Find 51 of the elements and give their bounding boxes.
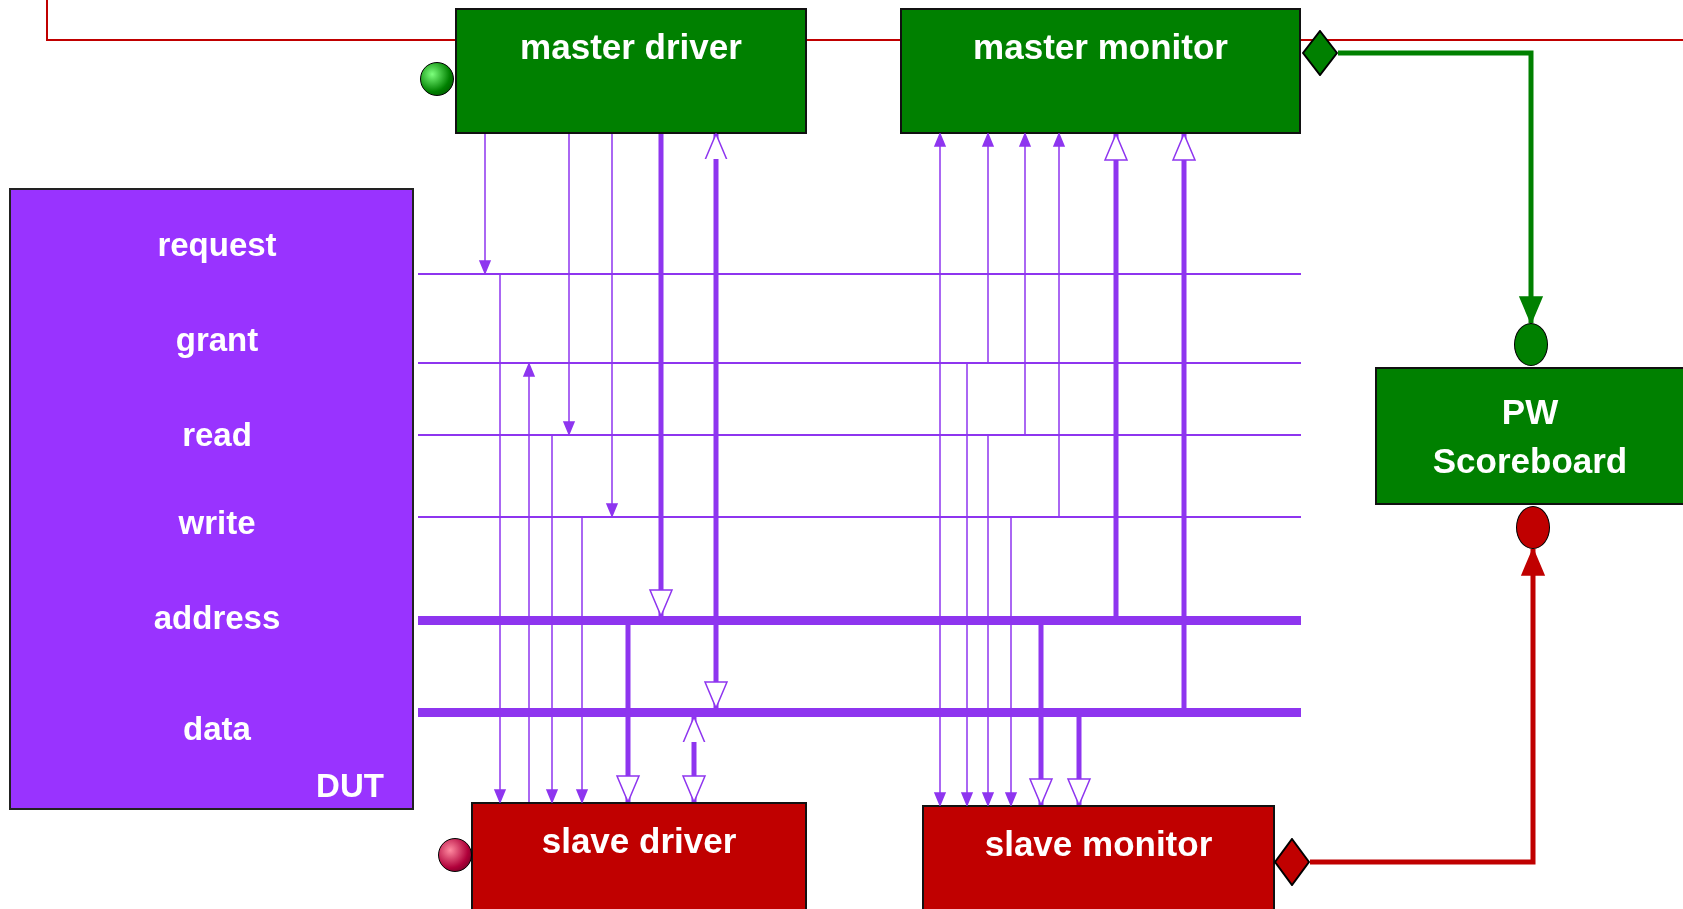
component-box: [1375, 367, 1683, 505]
arrow: [563, 133, 575, 435]
box-label: master driver: [520, 26, 742, 68]
component-box: [455, 8, 807, 134]
arrow: [1310, 548, 1545, 865]
signal-name: grant: [175, 320, 259, 361]
arrow: [1338, 50, 1543, 324]
arrow: [1104, 133, 1128, 616]
arrow: [1019, 133, 1031, 435]
arrow: [1005, 517, 1017, 806]
component-box: [900, 8, 1301, 134]
signal-name: request: [157, 225, 277, 266]
signal-name: address: [153, 598, 281, 639]
arrow: [1067, 717, 1091, 806]
arrow: [649, 134, 673, 617]
arrow: [934, 133, 946, 274]
port-circle: [1514, 323, 1548, 366]
signal-line: [418, 516, 1301, 518]
dut-block: [9, 188, 414, 810]
signal-name: data: [183, 709, 251, 750]
arrow: [982, 435, 994, 806]
arrow: [1029, 625, 1053, 806]
arrow: [494, 274, 506, 803]
component-box: [471, 802, 807, 909]
component-box: [922, 805, 1275, 909]
arrow: [546, 435, 558, 803]
arrow: [982, 133, 994, 363]
arrow: [1172, 133, 1196, 708]
arrow: [606, 133, 618, 517]
box-label: slave monitor: [984, 823, 1213, 865]
arrow: [576, 517, 588, 803]
signal-name: read: [182, 415, 252, 456]
signal-name: DUT: [316, 766, 384, 807]
signal-line: [418, 273, 1301, 275]
arrow: [616, 625, 640, 803]
arrow: [682, 716, 706, 803]
arrow: [961, 363, 973, 806]
port-circle: [438, 838, 472, 872]
signal-line: [418, 362, 1301, 364]
port-circle: [420, 62, 454, 96]
box-label: slave driver: [541, 820, 737, 862]
arrow: [934, 274, 946, 806]
arrow: [479, 133, 491, 274]
signal-name: write: [178, 503, 256, 544]
box-label: PW Scoreboard: [1431, 391, 1629, 482]
arrow: [523, 363, 535, 803]
arrow: [1053, 133, 1065, 517]
arrow: [704, 133, 728, 709]
port-circle: [1516, 506, 1550, 549]
box-label: master monitor: [973, 26, 1228, 68]
signal-line: [418, 434, 1301, 436]
